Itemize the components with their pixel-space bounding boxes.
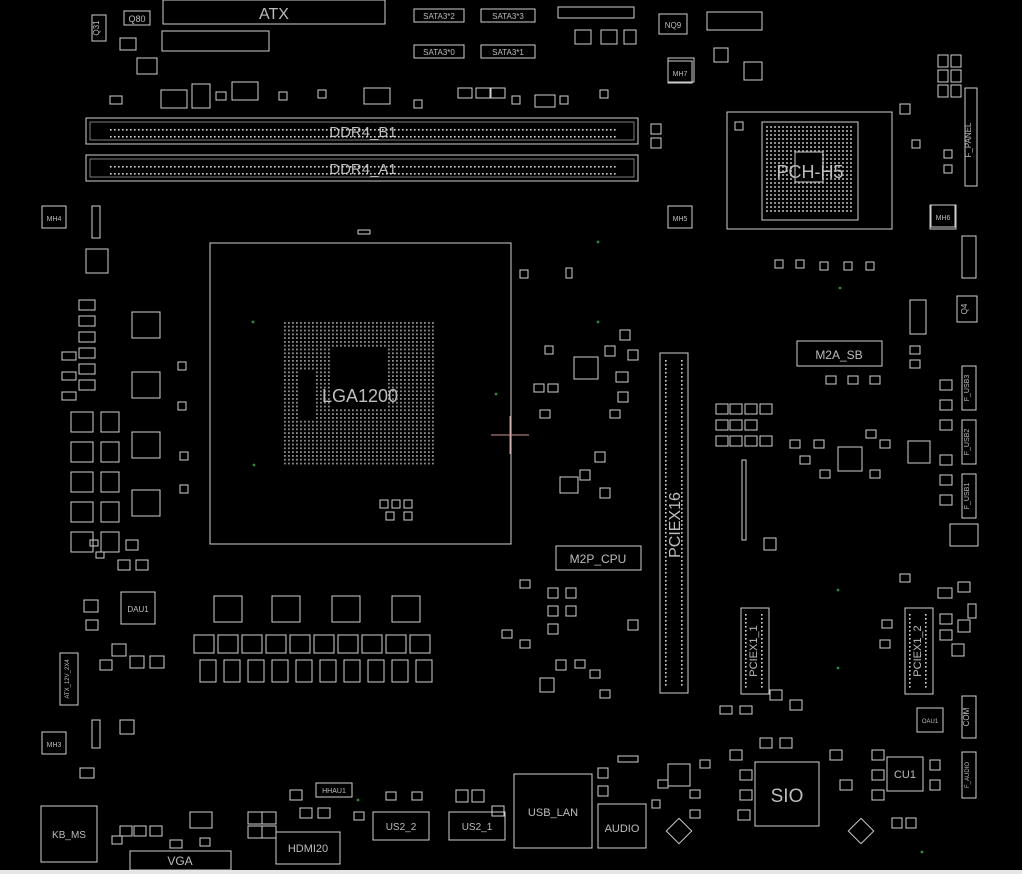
svg-text:MH5: MH5 [673, 216, 688, 223]
usb2-port-a[interactable]: US2_2 [372, 811, 430, 841]
audio-jack[interactable]: AUDIO [597, 803, 647, 849]
ddr4-a1-label: DDR4_A1 [329, 161, 397, 178]
q4-component: Q4 [956, 295, 978, 323]
svg-text:Q80: Q80 [128, 14, 145, 24]
crosshair-marker [491, 416, 529, 454]
q80-component: Q80 [123, 10, 151, 26]
oau1-chip: OAU1 [916, 707, 944, 733]
svg-text:OAU1: OAU1 [922, 719, 939, 725]
svg-text:F_USB2: F_USB2 [964, 429, 971, 456]
ddr4-b1-label: DDR4_B1 [329, 124, 397, 141]
svg-text:F_USB1: F_USB1 [964, 483, 971, 510]
top-small-parts [119, 29, 763, 109]
f-panel-header[interactable]: F_PANEL [964, 87, 978, 187]
atx12v-connector[interactable]: ATX_12V_2X4 [59, 652, 79, 706]
sata-connector-1[interactable]: SATA3*1 [480, 44, 536, 59]
vrm-bottom-section [193, 595, 433, 683]
cu1-chip: CU1 [886, 756, 924, 792]
svg-text:KB_MS: KB_MS [52, 830, 86, 841]
m2a-sb-slot[interactable]: M2A_SB [796, 340, 883, 367]
sata-connector-2[interactable]: SATA3*2 [413, 8, 465, 23]
svg-text:ATX_12V_2X4: ATX_12V_2X4 [65, 659, 71, 699]
svg-text:VGA: VGA [167, 854, 192, 868]
svg-text:SATA3*2: SATA3*2 [423, 12, 455, 21]
cpu-socket-label: LGA1200 [322, 386, 398, 406]
mounting-hole-mh5: MH5 [667, 205, 693, 229]
usb2-port-b[interactable]: US2_1 [448, 811, 506, 841]
svg-text:COM: COM [962, 707, 971, 726]
ddr-pin-rows [110, 129, 616, 175]
pch-label: PCH-H5 [776, 162, 843, 182]
svg-text:F_PANEL: F_PANEL [964, 122, 973, 158]
m2p-cpu-slot[interactable]: M2P_CPU [555, 545, 642, 571]
svg-text:MH3: MH3 [47, 742, 62, 749]
sio-chip[interactable]: SIO [754, 761, 820, 827]
svg-text:DAU1: DAU1 [127, 605, 149, 614]
svg-text:PCIEX1_2: PCIEX1_2 [912, 625, 924, 676]
sata-connector-3[interactable]: SATA3*3 [480, 8, 536, 23]
atx-label: ATX [259, 6, 289, 23]
svg-text:MH6: MH6 [936, 215, 951, 222]
com-header[interactable]: COM [961, 695, 977, 739]
pciex1-1-slot[interactable]: PCIEX1_1 [740, 607, 770, 695]
vrm-left-section [70, 205, 161, 553]
usb-lan-port[interactable]: USB_LAN [513, 773, 593, 849]
svg-text:CU1: CU1 [894, 769, 916, 781]
svg-text:NQ9: NQ9 [665, 21, 682, 30]
svg-text:SATA3*3: SATA3*3 [492, 12, 524, 21]
svg-text:MH7: MH7 [673, 71, 688, 78]
svg-text:PCIEX1_1: PCIEX1_1 [748, 625, 760, 676]
f-usb3-header[interactable]: F_USB3 [961, 365, 977, 411]
via-dots [251, 240, 924, 854]
pch-chip[interactable]: PCH-H5 [726, 111, 893, 230]
svg-text:F_USB3: F_USB3 [964, 375, 971, 402]
diamond-icons [665, 817, 875, 845]
svg-text:Q4: Q4 [960, 303, 969, 314]
svg-text:US2_1: US2_1 [462, 822, 493, 833]
svg-text:M2A_SB: M2A_SB [815, 348, 862, 362]
mid-right-ics [559, 356, 931, 551]
svg-text:HHAU1: HHAU1 [322, 788, 346, 795]
svg-text:SATA3*1: SATA3*1 [492, 48, 524, 57]
pciex1-2-slot[interactable]: PCIEX1_2 [904, 607, 934, 695]
dau1-chip: DAU1 [120, 591, 156, 625]
svg-text:PCIEX16: PCIEX16 [667, 492, 684, 558]
svg-text:SIO: SIO [771, 786, 804, 807]
hhau1-chip: HHAU1 [315, 782, 353, 798]
hdmi-port[interactable]: HDMI20 [275, 831, 341, 865]
svg-text:US2_2: US2_2 [386, 822, 417, 833]
bottom-edge-bar [0, 870, 1022, 874]
svg-text:F_AUDIO: F_AUDIO [965, 762, 971, 788]
scattered-components [61, 89, 977, 849]
svg-text:Q31: Q31 [92, 20, 101, 36]
mounting-hole-mh4: MH4 [41, 205, 67, 229]
f-audio-header[interactable]: F_AUDIO [961, 751, 977, 799]
nq9-component: NQ9 [658, 13, 688, 35]
svg-text:AUDIO: AUDIO [605, 823, 640, 835]
ddr4-slot-b1[interactable]: DDR4_B1 [85, 117, 639, 145]
svg-text:M2P_CPU: M2P_CPU [570, 552, 627, 566]
f-usb2-header[interactable]: F_USB2 [961, 419, 977, 465]
cpu-socket[interactable]: LGA1200 [209, 242, 512, 545]
svg-text:SATA3*0: SATA3*0 [423, 48, 455, 57]
svg-text:MH4: MH4 [47, 216, 62, 223]
q31-component: Q31 [91, 14, 107, 42]
pciex16-slot[interactable]: PCIEX16 [659, 352, 689, 694]
mounting-hole-mh6: MH6 [930, 204, 956, 228]
ddr4-slot-a1[interactable]: DDR4_A1 [85, 154, 639, 182]
sata-connector-0[interactable]: SATA3*0 [413, 44, 465, 59]
mounting-hole-mh3: MH3 [41, 731, 67, 755]
kb-ms-port[interactable]: KB_MS [40, 805, 98, 863]
vga-port[interactable]: VGA [129, 850, 232, 870]
f-usb1-header[interactable]: F_USB1 [961, 473, 977, 519]
atx-connector[interactable]: ATX [162, 0, 386, 25]
mounting-hole-mh7: MH7 [667, 60, 693, 84]
svg-text:HDMI20: HDMI20 [288, 843, 328, 855]
svg-text:USB_LAN: USB_LAN [528, 807, 578, 819]
